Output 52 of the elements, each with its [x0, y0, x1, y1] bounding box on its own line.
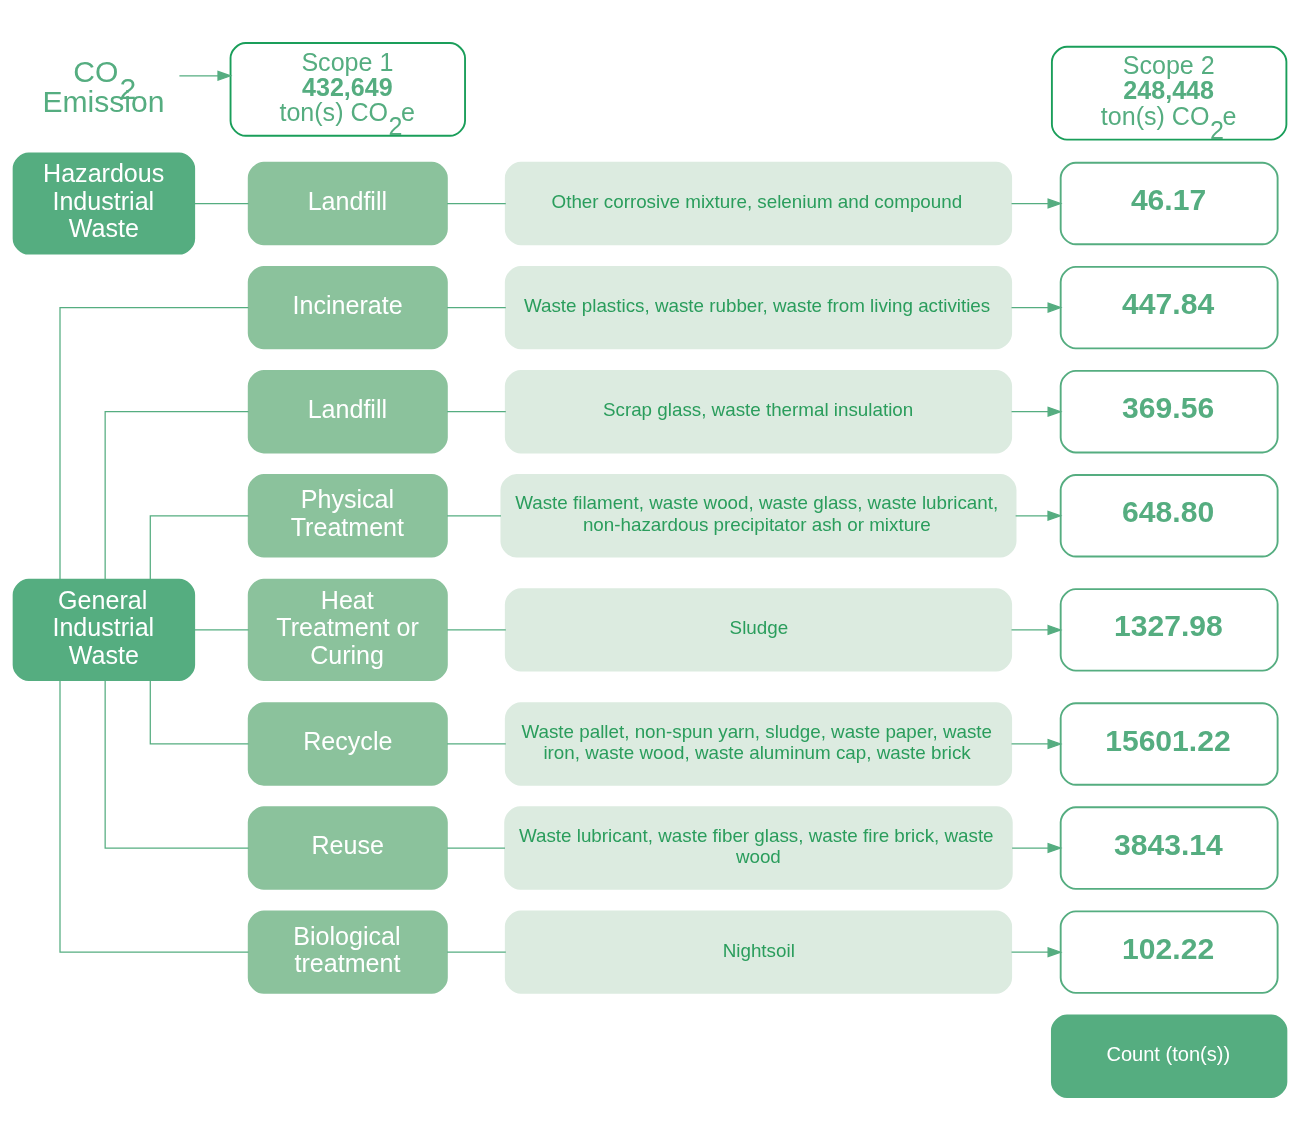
- connector: [446, 410, 507, 412]
- connector: [59, 306, 249, 580]
- connector: [446, 951, 507, 953]
- node-box: 3843.14: [1059, 805, 1279, 890]
- node-box: 648.80: [1059, 473, 1279, 557]
- node-box: Waste filament, waste wood, waste glass, waste lubricant, non-hazardous precipitator ash or mixture: [500, 473, 1017, 557]
- node-box: 1327.98: [1059, 587, 1279, 672]
- node-box: Hazardous Industrial Waste: [12, 151, 196, 255]
- node-box: 369.56: [1059, 369, 1279, 453]
- node-box: General Industrial Waste: [12, 578, 196, 681]
- node-box: Sludge: [504, 587, 1013, 672]
- node-box: Physical Treatment: [247, 473, 448, 557]
- node-box: Heat Treatment or Curing: [247, 578, 448, 681]
- node-box: Count (ton(s)): [1050, 1014, 1288, 1098]
- connector: [149, 679, 250, 745]
- connector: [446, 514, 502, 516]
- node-box: Recycle: [247, 701, 448, 786]
- node-box: Reuse: [247, 805, 448, 890]
- arrow: [1015, 510, 1063, 521]
- arrow: [1010, 197, 1063, 209]
- node-box: 447.84: [1059, 265, 1279, 349]
- node-box: 46.17: [1059, 161, 1279, 245]
- arrow: [1010, 624, 1063, 635]
- node-box: 102.22: [1059, 909, 1279, 994]
- node-box: 15601.22: [1059, 701, 1279, 786]
- connector: [446, 742, 507, 745]
- connector: [446, 202, 507, 204]
- connector: [59, 679, 249, 953]
- node-box: Nightsoil: [504, 909, 1013, 994]
- connector: [446, 846, 506, 849]
- arrow: [1010, 946, 1063, 957]
- node-box: Landfill: [247, 161, 448, 245]
- node-box: Landfill: [247, 369, 448, 453]
- node-box: Waste lubricant, waste fiber glass, waste fire brick, waste wood: [504, 805, 1013, 890]
- connector: [104, 679, 250, 849]
- node-box: Incinerate: [247, 265, 448, 349]
- node-box: Waste plastics, waste rubber, waste from living activities: [504, 265, 1013, 349]
- connector: [104, 410, 250, 580]
- arrow: [178, 70, 233, 81]
- connector: [446, 628, 507, 630]
- node-box: Scrap glass, waste thermal insulation: [504, 369, 1013, 453]
- node-box: Waste pallet, non-spun yarn, sludge, waste paper, waste iron, waste wood, waste aluminum cap, waste brick: [504, 701, 1013, 786]
- arrow: [1011, 842, 1063, 853]
- node-box: Biological treatment: [247, 909, 448, 994]
- node-box: Other corrosive mixture, selenium and compound: [504, 161, 1013, 245]
- arrow: [1010, 301, 1063, 313]
- connector: [446, 306, 507, 308]
- connector: [149, 514, 250, 580]
- arrow: [1010, 738, 1063, 749]
- connector: [193, 628, 250, 630]
- connector: [193, 202, 250, 204]
- arrow: [1010, 405, 1063, 417]
